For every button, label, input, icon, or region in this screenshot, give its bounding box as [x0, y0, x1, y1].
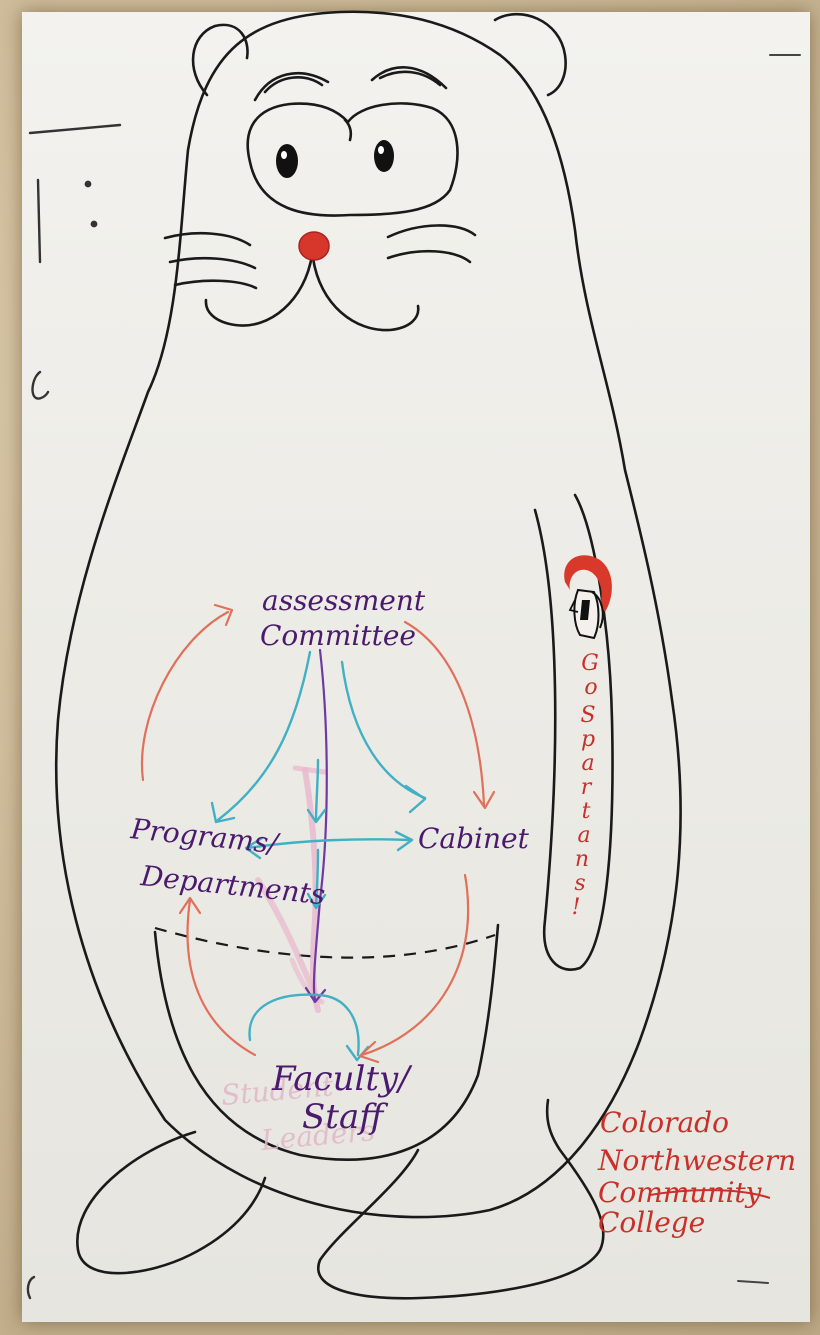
svg-text:College: College: [598, 1206, 705, 1239]
svg-text:t: t: [582, 799, 591, 824]
edge-ticks: [738, 55, 800, 1283]
arrow-faculty-to-programs: [188, 900, 255, 1055]
svg-text:Committee: Committee: [260, 619, 416, 652]
node-assessment-committee: assessment Committee: [260, 584, 426, 652]
eyes: [276, 140, 394, 178]
svg-text:!: !: [572, 895, 581, 920]
arrow-cabinet-to-faculty: [362, 875, 468, 1055]
partial-left-marks: [28, 125, 120, 1298]
node-cabinet: Cabinet: [418, 822, 530, 855]
svg-text:Programs/: Programs/: [128, 812, 282, 861]
whisker: [388, 251, 470, 262]
whisker: [388, 225, 475, 237]
left-eye: [276, 144, 298, 178]
left-ear: [193, 25, 247, 95]
arrow-programs-to-committee: [142, 612, 228, 780]
svg-text:S: S: [580, 703, 595, 728]
nose: [299, 232, 329, 260]
svg-text:Faculty/: Faculty/: [271, 1059, 413, 1099]
arrow-committee-to-cabinet: [342, 662, 425, 798]
whisker: [165, 233, 250, 245]
right-eye: [374, 140, 394, 172]
arrow-committee-to-cabinet-orange: [405, 622, 484, 805]
arrow-split-to-faculty: [250, 995, 359, 1055]
whisker: [175, 281, 256, 288]
svg-text:s: s: [574, 871, 585, 896]
node-programs-departments: Programs/ Departments: [128, 812, 326, 911]
mouth-right: [313, 258, 418, 330]
svg-text:assessment: assessment: [262, 584, 426, 617]
right-ear: [495, 14, 566, 95]
svg-text:p: p: [581, 727, 595, 752]
svg-text:n: n: [575, 847, 589, 872]
svg-text:Cabinet: Cabinet: [418, 822, 530, 855]
svg-text:Departments: Departments: [138, 859, 326, 911]
left-foot: [77, 1132, 265, 1273]
svg-text:a: a: [577, 823, 590, 848]
svg-text:Colorado: Colorado: [600, 1106, 729, 1139]
pocket-dashed-line: [155, 928, 495, 958]
arrow-committee-to-faculty: [314, 650, 327, 1000]
svg-text:Staff: Staff: [302, 1097, 388, 1137]
svg-text:a: a: [581, 751, 594, 776]
whisker: [170, 258, 255, 268]
svg-text:G: G: [581, 651, 599, 676]
svg-text:r: r: [581, 775, 593, 800]
svg-text:o: o: [584, 675, 597, 700]
mouth-left: [206, 255, 312, 326]
arrow-committee-to-programs: [218, 652, 310, 820]
college-name: Colorado Northwestern Community College: [597, 1106, 796, 1239]
go-spartans-text: G o S p a r t a n s !: [572, 651, 599, 920]
svg-text:Northwestern: Northwestern: [597, 1144, 796, 1177]
